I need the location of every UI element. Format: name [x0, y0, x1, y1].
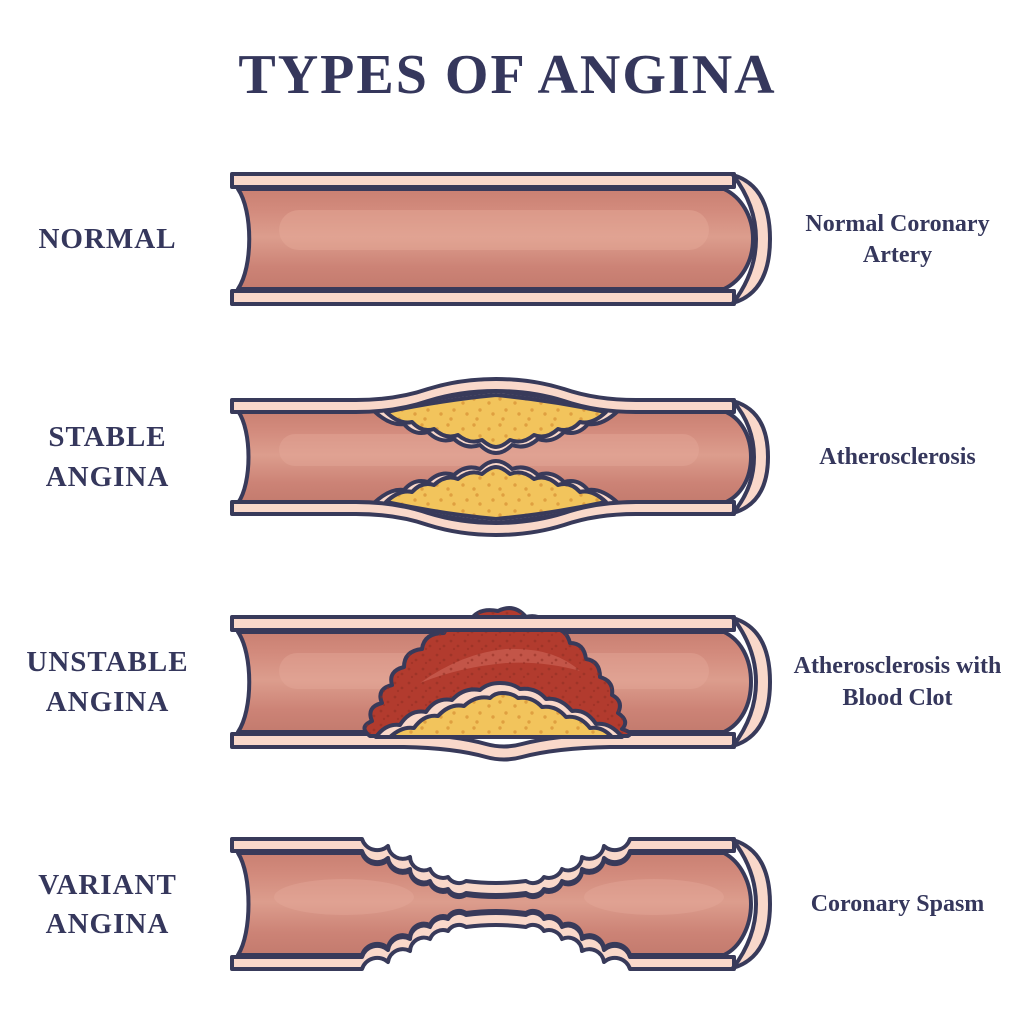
- caption-stable: Atherosclerosis: [819, 443, 976, 470]
- label-normal: NORMAL: [38, 223, 177, 256]
- plaque: [383, 392, 608, 449]
- illustration-cell-variant: [215, 795, 780, 1015]
- label-variant-angina: VARIANT ANGINA: [38, 868, 177, 940]
- artery-end-cap: [730, 838, 772, 970]
- label-stable-angina: STABLE ANGINA: [45, 421, 170, 493]
- artery-wall-top: [229, 376, 736, 414]
- plaque: [387, 690, 614, 739]
- lumen-highlight-right: [583, 879, 724, 915]
- artery-end-cap: [730, 173, 772, 305]
- stable-angina-artery-illustration: [229, 376, 770, 537]
- caption-variant: Coronary Spasm: [810, 891, 985, 918]
- caption-unstable: Atherosclerosis with Blood Clot: [793, 653, 1002, 711]
- artery-lumen: [235, 408, 753, 505]
- normal-artery-illustration: [229, 172, 772, 306]
- artery-wall-top: [229, 837, 736, 897]
- page-title: TYPES OF ANGINA: [238, 43, 777, 106]
- artery-wall-bottom: [229, 499, 736, 537]
- variant-angina-artery-illustration: [229, 837, 772, 971]
- label-unstable-angina: UNSTABLE ANGINA: [26, 646, 189, 718]
- caption-normal: Normal Coronary Artery: [805, 210, 990, 268]
- artery-wall-top: [229, 614, 736, 632]
- unstable-angina-artery-illustration: [229, 605, 772, 761]
- artery-wall-top: [229, 172, 736, 189]
- lumen-highlight: [273, 879, 414, 915]
- lumen-highlight: [278, 210, 709, 250]
- illustration-cell-unstable: [215, 570, 780, 795]
- artery-wall-bottom: [229, 289, 736, 306]
- artery-end-cap: [730, 615, 772, 748]
- artery-lumen: [235, 187, 755, 291]
- artery-end-cap: [730, 398, 770, 515]
- illustration-cell-stable: [215, 345, 780, 570]
- plaque-assembly-top: [371, 388, 620, 455]
- illustration-cell-normal: [215, 135, 780, 345]
